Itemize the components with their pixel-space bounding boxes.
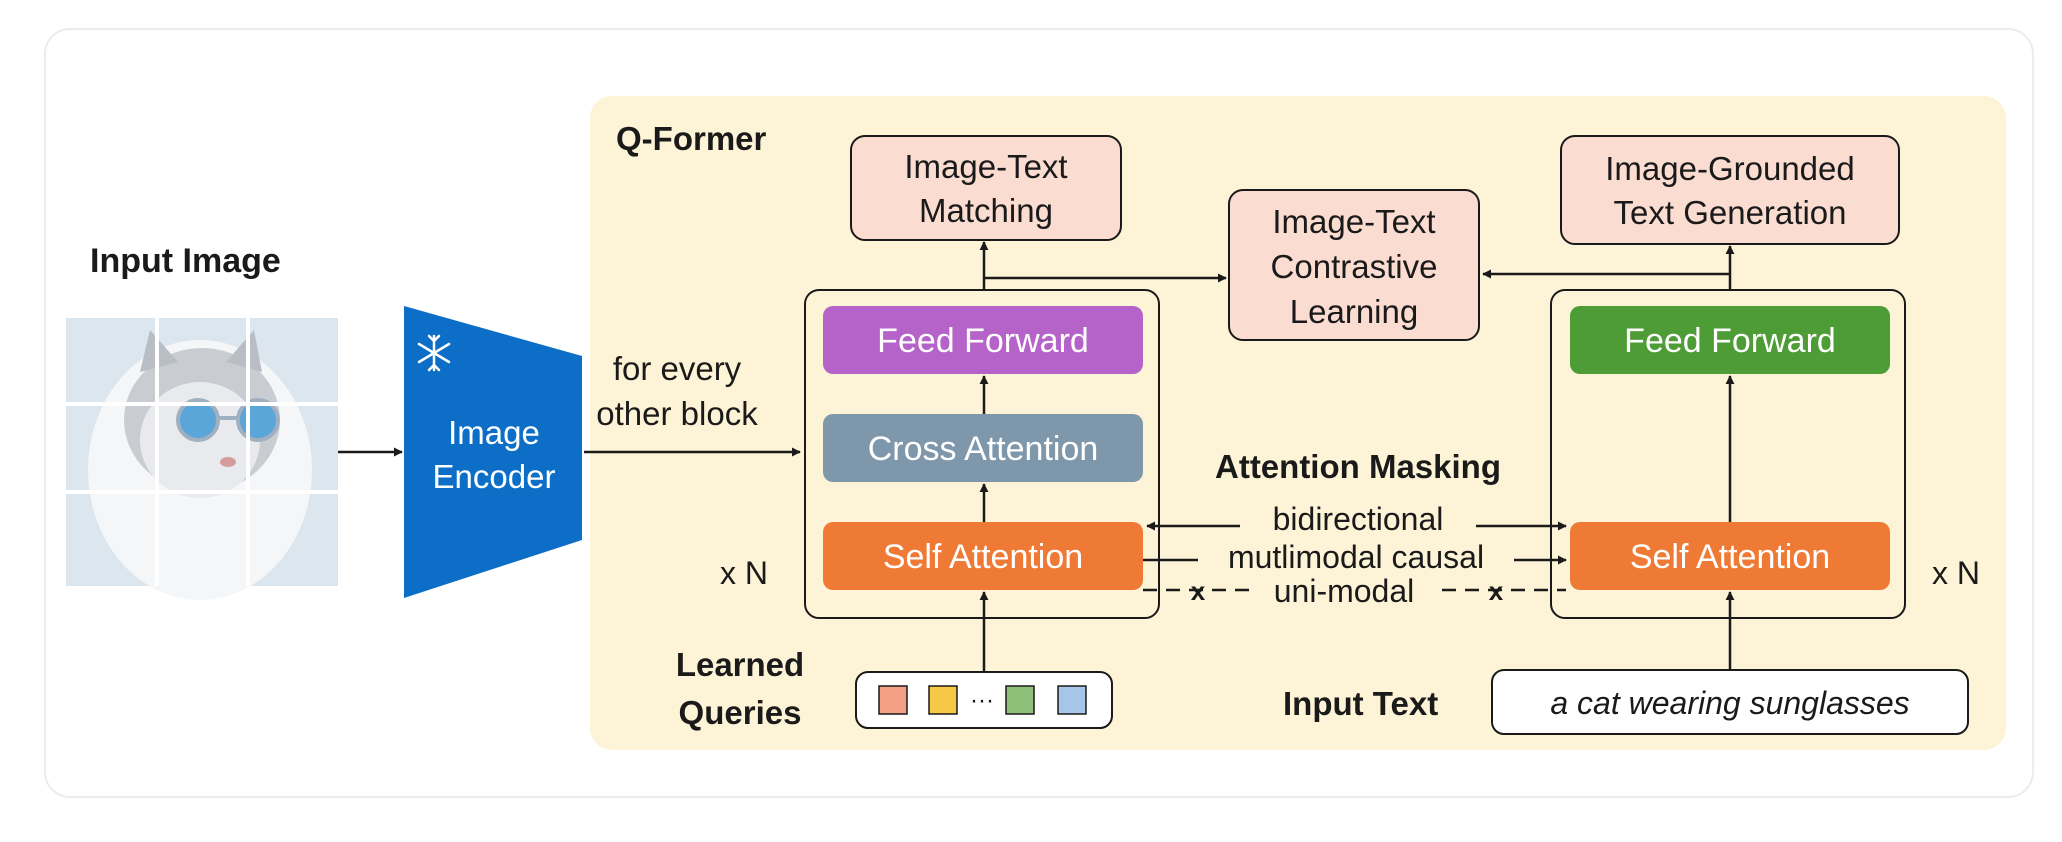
unimodal-label-bg bbox=[1254, 572, 1434, 612]
bidirectional-label: bidirectional bbox=[1273, 501, 1444, 537]
image-encoder bbox=[404, 306, 582, 598]
text-repeat-label: x N bbox=[1932, 555, 1980, 591]
input-text-value: a cat wearing sunglasses bbox=[1550, 685, 1909, 721]
qformer-title: Q-Former bbox=[616, 120, 767, 157]
image-text-contrastive-box bbox=[1228, 189, 1480, 341]
image-encoder-label-line2: Encoder bbox=[433, 458, 556, 495]
bidirectional-label-bg bbox=[1240, 500, 1476, 540]
image-text-matching-box bbox=[850, 135, 1122, 241]
itg-label-line2: Text Generation bbox=[1614, 194, 1847, 231]
text-transformer-block bbox=[1550, 289, 1906, 619]
query-self-attention-label: Self Attention bbox=[883, 538, 1083, 576]
query-token-2 bbox=[928, 685, 958, 715]
query-feed-forward-label: Feed Forward bbox=[877, 322, 1089, 360]
image-encoder-label-line1: Image bbox=[448, 414, 540, 451]
text-feed-forward-label: Feed Forward bbox=[1624, 322, 1836, 360]
snowflake-icon bbox=[417, 334, 451, 372]
learned-queries-label-line1: Learned bbox=[676, 646, 804, 683]
itc-label-line2: Contrastive bbox=[1271, 248, 1438, 285]
text-feed-forward bbox=[1570, 306, 1890, 374]
text-self-attention bbox=[1570, 522, 1890, 590]
unimodal-blocked-mark-left: x bbox=[1191, 576, 1206, 606]
itg-label-line1: Image-Grounded bbox=[1605, 150, 1854, 187]
input-text-label: Input Text bbox=[1283, 685, 1438, 722]
multimodal-causal-label-bg bbox=[1198, 538, 1514, 578]
query-repeat-label: x N bbox=[720, 555, 768, 591]
query-token-1 bbox=[878, 685, 908, 715]
connector-label-line1: for every bbox=[613, 350, 742, 387]
attention-masking-title: Attention Masking bbox=[1215, 448, 1501, 485]
query-ellipsis: ··· bbox=[970, 687, 994, 714]
learned-queries-label-line2: Queries bbox=[679, 694, 802, 731]
query-token-3 bbox=[1005, 685, 1035, 715]
query-transformer-block bbox=[804, 289, 1160, 619]
query-token-4 bbox=[1057, 685, 1087, 715]
input-image-label: Input Image bbox=[90, 242, 281, 280]
unimodal-blocked-mark-right: x bbox=[1489, 576, 1504, 606]
itc-label-line3: Learning bbox=[1290, 293, 1418, 330]
unimodal-label: uni-modal bbox=[1274, 573, 1415, 609]
itc-label-line1: Image-Text bbox=[1272, 203, 1435, 240]
image-grounded-text-generation-box bbox=[1560, 135, 1900, 245]
itm-label-line2: Matching bbox=[919, 192, 1053, 229]
itm-label-line1: Image-Text bbox=[904, 148, 1067, 185]
cross-attention bbox=[823, 414, 1143, 482]
text-self-attention-label: Self Attention bbox=[1630, 538, 1830, 576]
input-image bbox=[66, 318, 338, 600]
query-feed-forward bbox=[823, 306, 1143, 374]
query-self-attention bbox=[823, 522, 1143, 590]
connector-label-line2: other block bbox=[596, 395, 758, 432]
cross-attention-label: Cross Attention bbox=[868, 430, 1099, 468]
multimodal-causal-label: mutlimodal causal bbox=[1228, 539, 1484, 575]
